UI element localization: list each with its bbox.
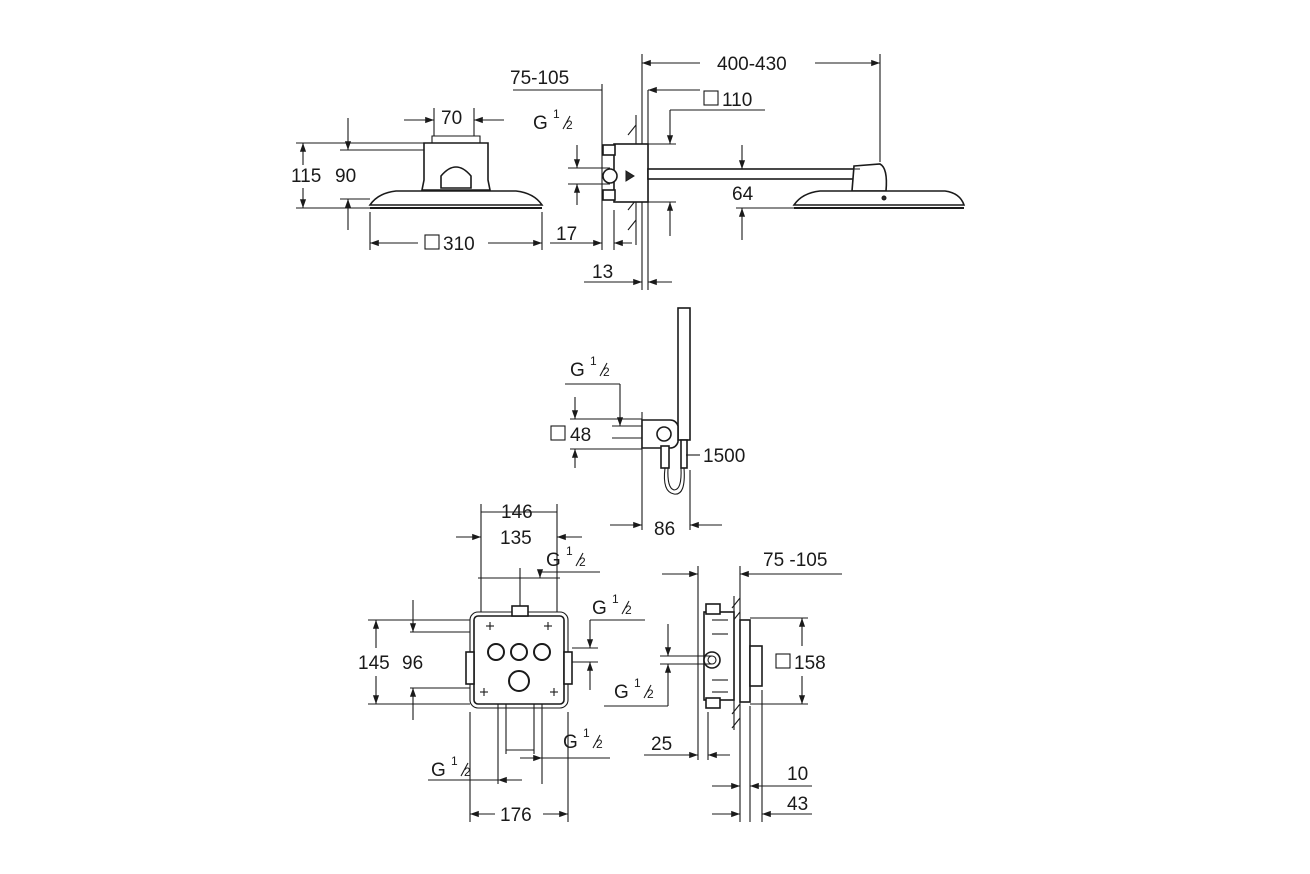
head-shower-side-view: 400-430 75-105 110 G 1 2 64 17 13 [510,54,966,290]
dim-115: 115 [291,166,321,187]
dim-1500: 1500 [703,446,745,467]
concealed-box-side-view: 75 -105 158 G 1 2 25 10 43 [604,550,842,822]
svg-text:2: 2 [625,603,632,617]
dim-158: 158 [794,653,826,674]
svg-text:1: 1 [583,726,590,740]
thread-g: G [563,732,578,753]
dim-75-105: 75-105 [510,68,569,89]
dim-110: 110 [722,90,752,111]
svg-text:2: 2 [464,765,471,779]
dim-75-105: 75 -105 [763,550,827,571]
svg-text:1: 1 [634,676,641,690]
svg-text:2: 2 [647,687,654,701]
thread-g: G [546,550,561,571]
button-1 [487,643,505,661]
head-shower-front-view: 70 115 90 310 [291,108,544,255]
dim-135: 135 [500,528,532,549]
svg-text:1: 1 [553,107,560,121]
square-symbol [424,234,440,250]
dim-13: 13 [592,262,613,283]
dim-25: 25 [651,734,672,755]
square-symbol [550,425,566,441]
dim-400-430: 400-430 [717,54,787,75]
svg-text:2: 2 [579,555,586,569]
dim-90: 90 [335,166,356,187]
svg-text:1: 1 [612,592,619,606]
thread-g: G [533,113,548,134]
svg-text:1: 1 [590,354,597,368]
thread-g: G [614,682,629,703]
svg-text:1: 1 [566,544,573,558]
svg-text:2: 2 [596,737,603,751]
hand-shower [677,307,691,441]
dim-310: 310 [443,234,475,255]
square-symbol [775,653,791,669]
thread-g: G [570,360,585,381]
hand-shower-side-view: G 1 2 48 1500 86 [550,307,745,540]
svg-text:1: 1 [451,754,458,768]
dim-145: 145 [358,653,390,674]
dim-64: 64 [732,184,754,205]
dim-86: 86 [654,519,675,540]
square-symbol [703,90,719,106]
dim-10: 10 [787,764,808,785]
thread-g: G [592,598,607,619]
dim-146: 146 [501,502,533,523]
thermostat-knob [508,670,530,692]
dim-17: 17 [556,224,577,245]
button-2 [510,643,528,661]
svg-text:2: 2 [603,365,610,379]
dim-70: 70 [441,108,462,129]
dim-48: 48 [570,425,591,446]
dim-96: 96 [402,653,423,674]
cover-plate [739,619,751,703]
shower-arm [647,168,861,180]
button-3 [533,643,551,661]
concealed-body [613,143,649,203]
dim-176: 176 [500,805,532,826]
dim-43: 43 [787,794,808,815]
concealed-box-front-view: 135 146 G 1 2 G 1 2 145 96 [358,502,645,826]
thread-g: G [431,760,446,781]
svg-text:2: 2 [566,118,573,132]
